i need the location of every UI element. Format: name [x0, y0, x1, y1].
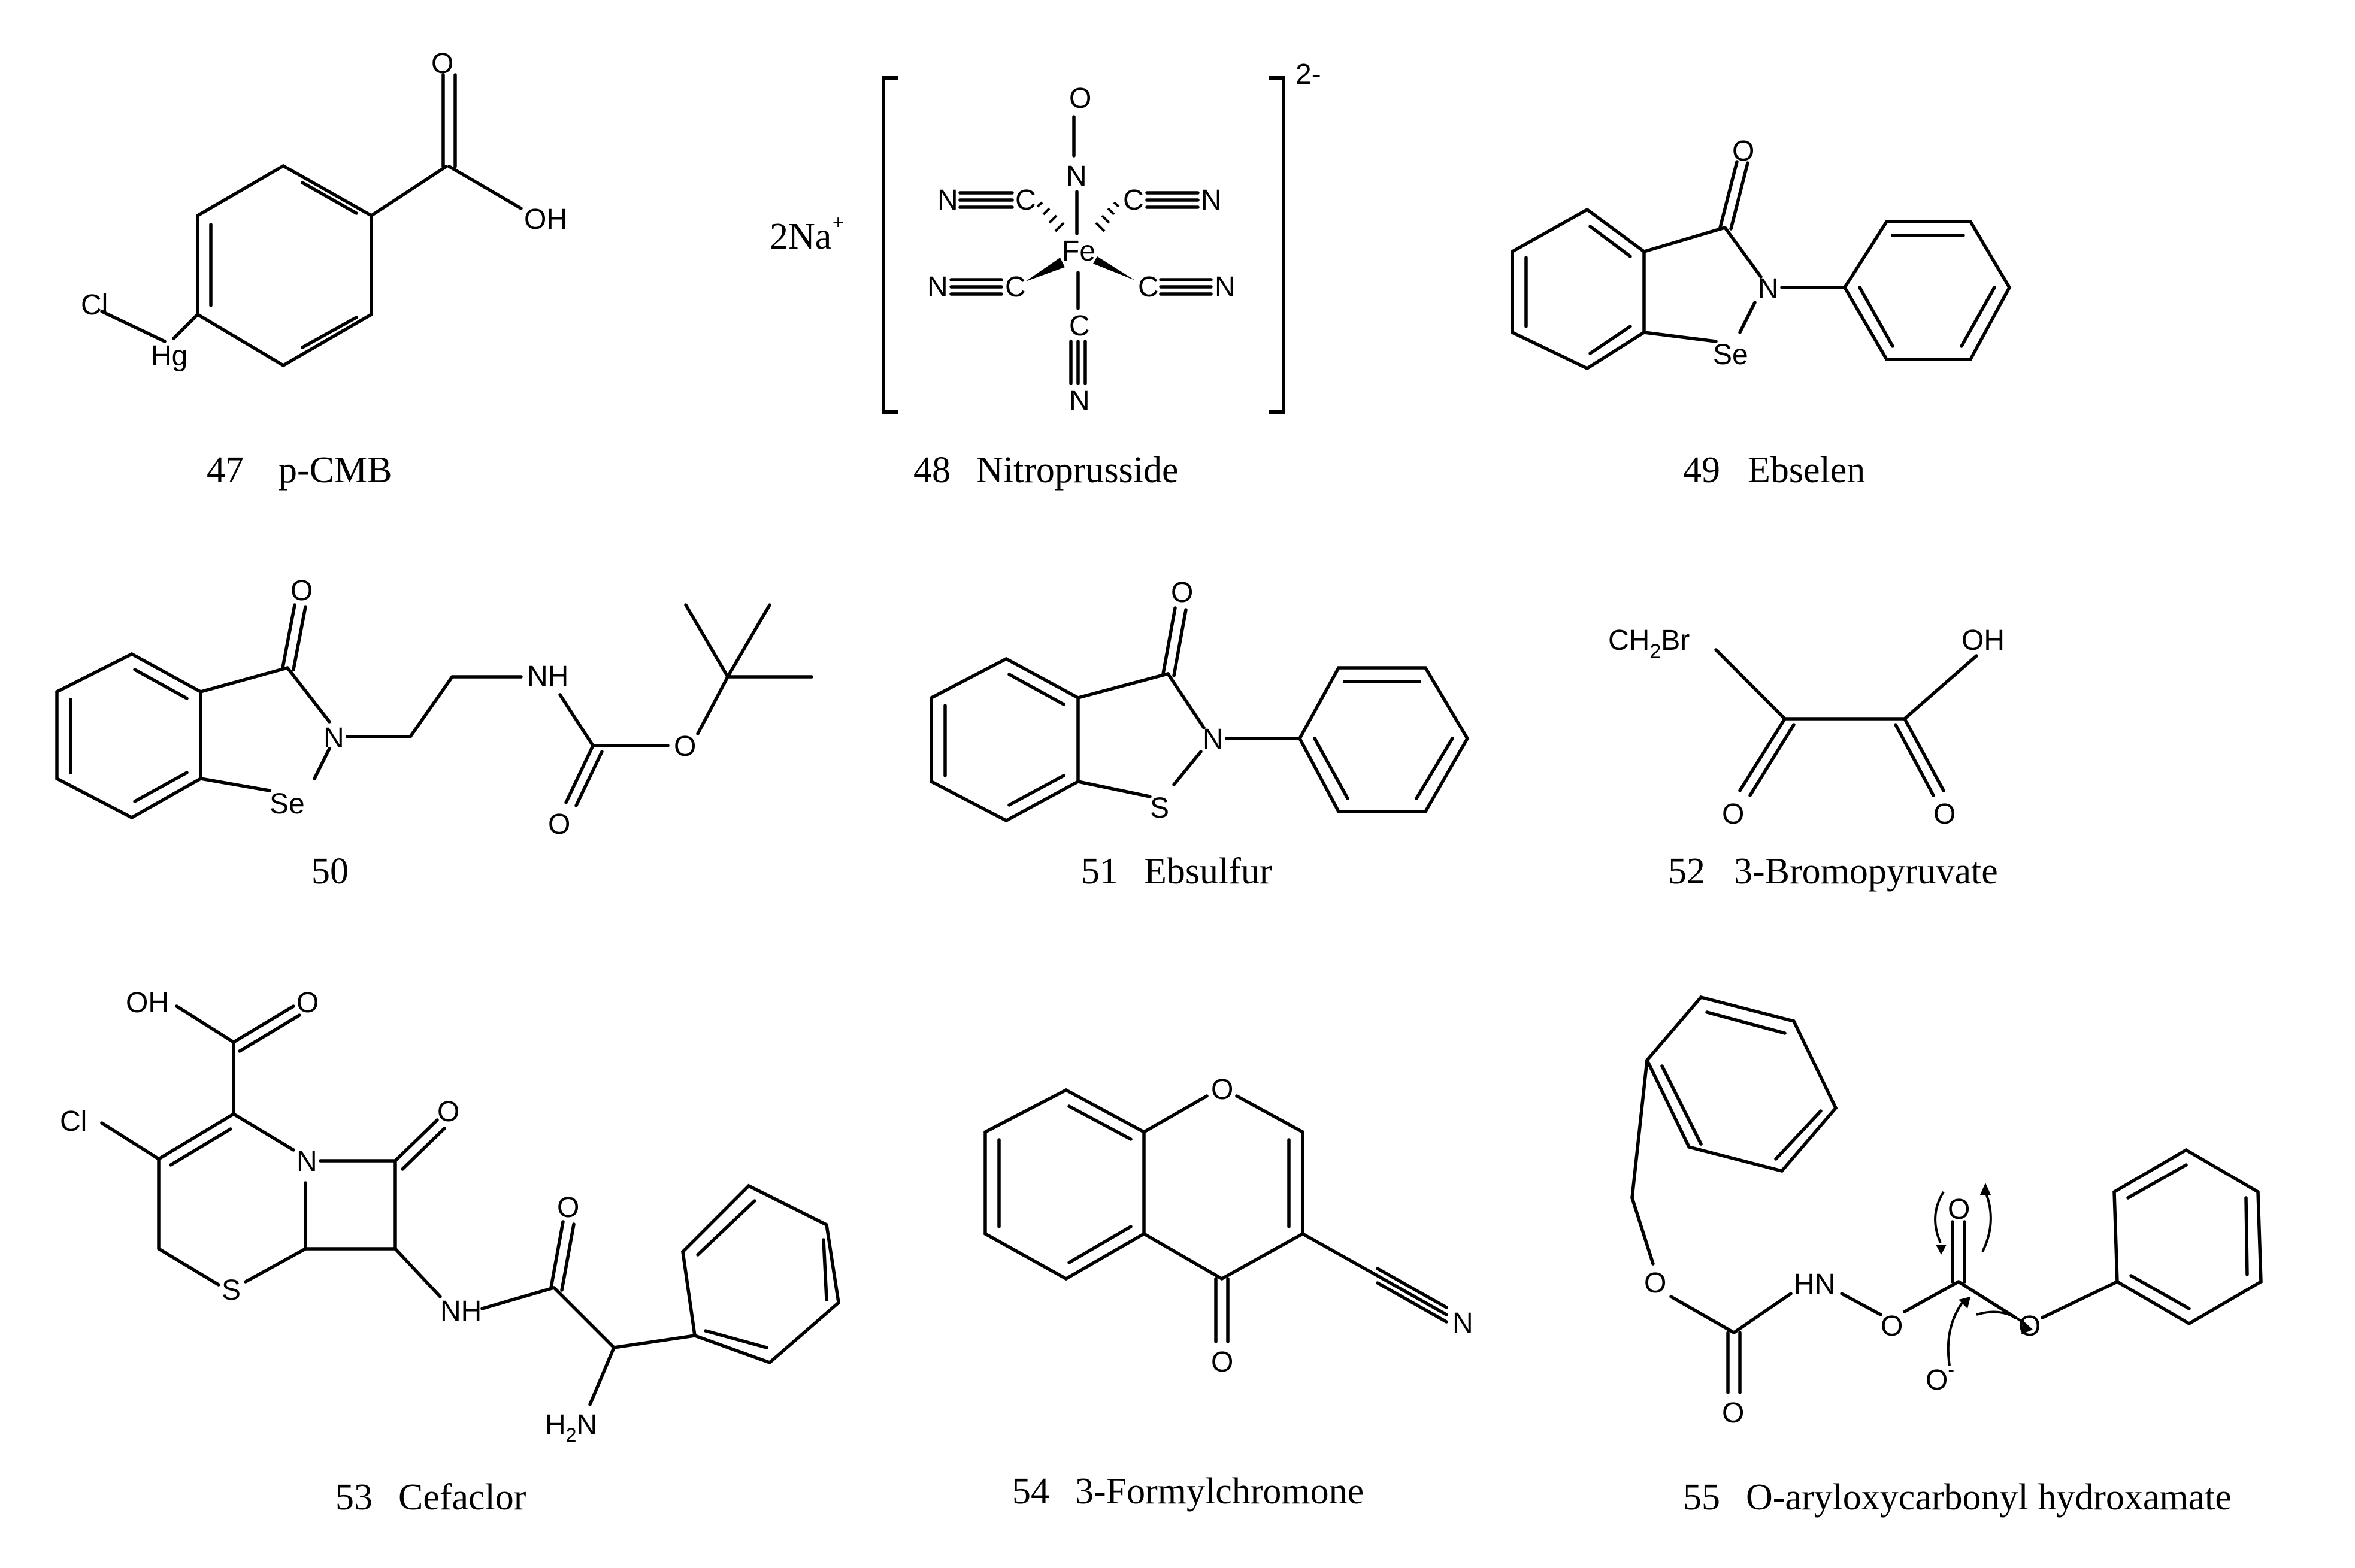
caption-name-53: Cefaclor: [398, 1477, 526, 1518]
atom-o2-53: O: [437, 1096, 459, 1128]
atom-ch2br-52: CH2Br: [1608, 625, 1690, 663]
caption-name-51: Ebsulfur: [1144, 851, 1272, 892]
atom-c-left-up-48: C: [1015, 184, 1036, 216]
caption-name-48: Nitroprusside: [976, 450, 1179, 491]
caption-number-55: 55: [1683, 1477, 1720, 1518]
atom-n-53: N: [296, 1146, 317, 1177]
atom-o3-53: O: [557, 1192, 579, 1224]
atom-c-bottom-48: C: [1069, 310, 1090, 342]
atom-n-top-48: N: [1066, 161, 1087, 192]
structure-47-p-cmb: O OH Cl Hg 47 p-CMB: [81, 48, 567, 491]
caption-name-47: p-CMB: [279, 450, 392, 491]
caption-number-54: 54: [1012, 1471, 1049, 1512]
atom-o-keto-54: O: [1211, 1346, 1233, 1378]
atom-o3-50: O: [674, 731, 696, 762]
atom-se-49: Se: [1713, 339, 1748, 371]
atom-n-51: N: [1203, 724, 1224, 755]
counterion-plus-48: +: [833, 211, 844, 233]
atom-o-minus-55: O-: [1926, 1359, 1954, 1396]
structure-52-3-bromopyruvate: CH2Br OH O O 52 3-Bromopyruvate: [1608, 625, 2005, 892]
caption-number-53: 53: [335, 1477, 373, 1518]
caption-name-52: 3-Bromopyruvate: [1734, 851, 1998, 892]
structure-48-nitroprusside: 2Na + 2- Fe O N N C C: [770, 59, 1321, 491]
atom-n-bottom-48: N: [1069, 385, 1090, 417]
caption-number-47: 47: [207, 450, 244, 491]
counterion-48: 2Na: [770, 216, 831, 257]
structure-51-ebsulfur: O N S 51 Ebsulfur: [930, 577, 1470, 892]
atom-o-48: O: [1069, 83, 1091, 114]
atom-nh-50: NH: [527, 661, 568, 692]
caption-name-54: 3-Formylchromone: [1075, 1471, 1364, 1512]
atom-fe-48: Fe: [1062, 235, 1095, 267]
atom-n-49: N: [1758, 273, 1779, 305]
atom-o-47: O: [431, 48, 453, 80]
atom-se-50: Se: [270, 788, 305, 820]
atom-n-left-48: N: [927, 271, 948, 303]
atom-c-right-up-48: C: [1123, 184, 1144, 216]
atom-o1-52: O: [1722, 798, 1744, 830]
structure-55-o-aryloxycarbonyl-hydroxamate: O O HN O O O O- 55 O-aryloxycarbonyl hyd…: [1630, 995, 2263, 1518]
atom-nh-53: NH: [440, 1295, 482, 1327]
caption-number-48: 48: [913, 450, 951, 491]
atom-o1-50: O: [290, 575, 313, 607]
atom-o-49: O: [1732, 135, 1754, 167]
caption-name-55: O-aryloxycarbonyl hydroxamate: [1746, 1477, 2232, 1518]
atom-o1-55: O: [1644, 1267, 1666, 1299]
caption-number-51: 51: [1081, 851, 1118, 892]
atom-o-ring-54: O: [1211, 1074, 1233, 1106]
atom-o-carb-55: O: [1948, 1194, 1970, 1225]
atom-o2-50: O: [548, 809, 570, 840]
atom-o4-55: O: [2018, 1310, 2041, 1342]
atom-oh-47: OH: [524, 204, 567, 235]
atom-o-51: O: [1171, 577, 1193, 609]
atom-n-right-up-48: N: [1201, 184, 1222, 216]
atom-h2n-53: H2N: [545, 1409, 597, 1446]
caption-name-49: Ebselen: [1748, 450, 1865, 491]
atom-n-54: N: [1452, 1307, 1473, 1339]
charge-48: 2-: [1295, 59, 1321, 90]
caption-number-50: 50: [311, 851, 349, 892]
atom-n-right-48: N: [1215, 271, 1236, 303]
atom-hn-55: HN: [1794, 1269, 1835, 1300]
structure-50: O N Se NH O O 50: [55, 575, 813, 892]
atom-o2-52: O: [1933, 798, 1956, 830]
structure-53-cefaclor: OH O Cl S N O NH O H2N: [60, 987, 840, 1518]
caption-number-49: 49: [1683, 450, 1720, 491]
structure-49-ebselen: O N Se 49 Ebselen: [1511, 135, 2012, 491]
atom-o2-55: O: [1722, 1397, 1744, 1429]
atom-c-left-48: C: [1005, 271, 1026, 303]
atom-oh-52: OH: [1962, 625, 2005, 656]
atom-cl-47: Cl: [81, 289, 108, 321]
atom-n-left-up-48: N: [937, 184, 958, 216]
atom-o3-55: O: [1881, 1310, 1903, 1342]
caption-number-52: 52: [1668, 851, 1705, 892]
atom-cl-53: Cl: [60, 1106, 87, 1137]
atom-hg-47: Hg: [151, 340, 187, 372]
atom-oh-53: OH: [126, 987, 169, 1019]
atom-n-50: N: [323, 722, 344, 754]
atom-s-51: S: [1150, 792, 1169, 824]
structure-54-3-formylchromone: O O N 54 3-Formylchromone: [983, 1074, 1473, 1512]
atom-c-right-48: C: [1138, 271, 1159, 303]
atom-s-53: S: [222, 1275, 241, 1306]
atom-o1-53: O: [296, 987, 319, 1019]
